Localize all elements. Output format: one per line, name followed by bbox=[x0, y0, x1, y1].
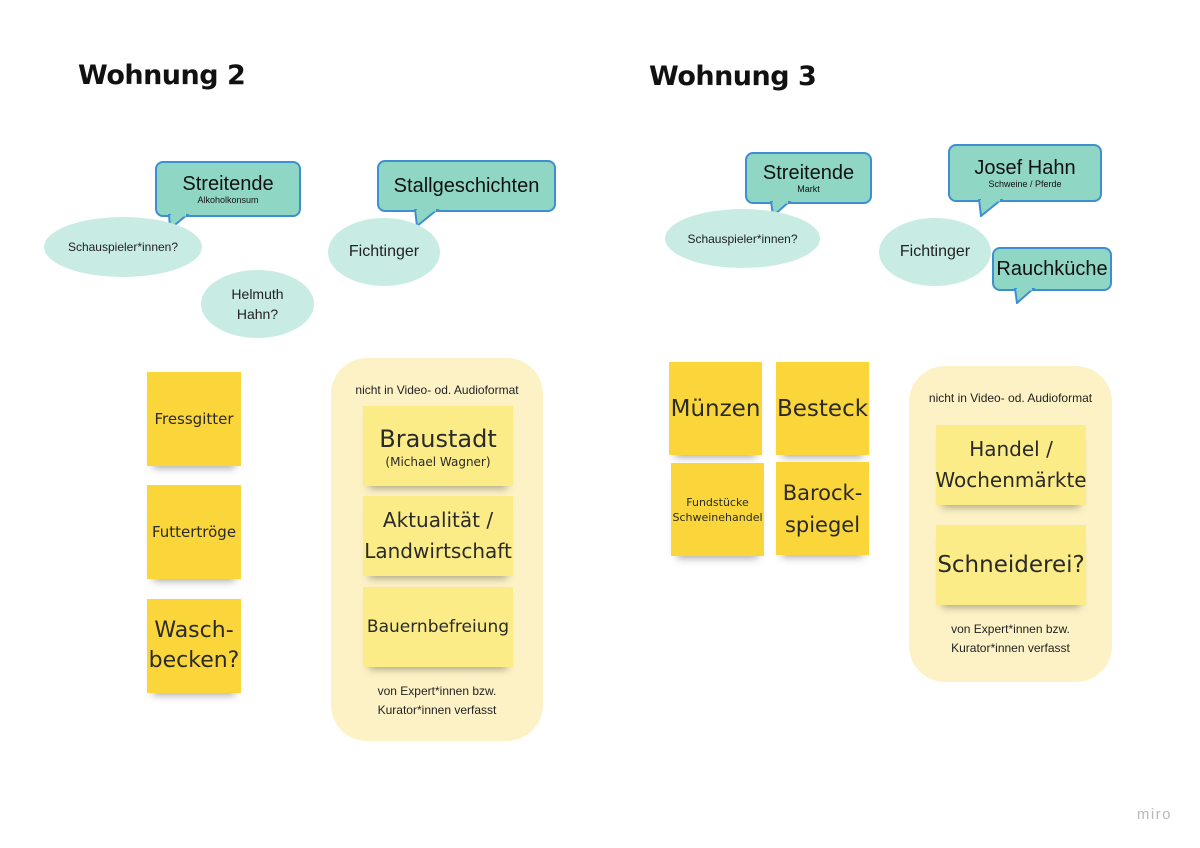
sticky-label: Aktualität / Landwirtschaft bbox=[364, 508, 512, 563]
sticky-label: Wasch- becken? bbox=[148, 618, 240, 673]
sticky-label: Besteck bbox=[776, 395, 869, 422]
frame-wohnung-3 bbox=[909, 366, 1112, 682]
speech-tail-icon bbox=[414, 209, 440, 227]
sticky-label: Münzen bbox=[670, 395, 761, 422]
sticky-handel[interactable]: Handel / Wochenmärkte bbox=[935, 425, 1087, 505]
bubble-main-text: Rauchküche bbox=[996, 258, 1108, 280]
speech-bubble-josef-hahn[interactable]: Josef Hahn Schweine / Pferde bbox=[948, 144, 1102, 202]
bubble-main-text: Streitende bbox=[182, 173, 274, 195]
sticky-schneiderei[interactable]: Schneiderei? bbox=[936, 525, 1086, 605]
speech-bubble-rauchkueche[interactable]: Rauchküche bbox=[992, 247, 1112, 291]
sticky-braustadt[interactable]: Braustadt (Michael Wagner) bbox=[363, 406, 513, 486]
wohnung-3-title: Wohnung 3 bbox=[649, 61, 817, 92]
sticky-label: Bauernbefreiung bbox=[366, 617, 510, 637]
speech-bubble-streitende-w2[interactable]: Streitende Alkoholkonsum bbox=[155, 161, 301, 217]
frame-top-caption: nicht in Video- od. Audioformat bbox=[928, 391, 1093, 405]
sticky-label: Schneiderei? bbox=[937, 552, 1085, 578]
sticky-muenzen[interactable]: Münzen bbox=[669, 362, 762, 455]
speech-bubble-stallgeschichten[interactable]: Stallgeschichten bbox=[377, 160, 556, 212]
speech-bubble-streitende-w3[interactable]: Streitende Markt bbox=[745, 152, 872, 204]
ellipse-fichtinger-w3[interactable]: Fichtinger bbox=[879, 218, 991, 286]
sticky-bauernbefreiung[interactable]: Bauernbefreiung bbox=[363, 587, 513, 667]
sticky-label: Fressgitter bbox=[154, 410, 234, 428]
wohnung-2-title: Wohnung 2 bbox=[78, 60, 246, 91]
sticky-sublabel: (Michael Wagner) bbox=[385, 455, 491, 469]
ellipse-helmuth-hahn[interactable]: Helmuth Hahn? bbox=[201, 270, 314, 338]
sticky-label: Futtertröge bbox=[151, 523, 237, 541]
bubble-main-text: Stallgeschichten bbox=[393, 175, 540, 197]
frame-top-caption: nicht in Video- od. Audioformat bbox=[355, 383, 519, 397]
sticky-aktualitaet[interactable]: Aktualität / Landwirtschaft bbox=[363, 496, 513, 576]
sticky-besteck[interactable]: Besteck bbox=[776, 362, 869, 455]
frame-bottom-caption: von Expert*innen bzw. Kurator*innen verf… bbox=[951, 622, 1070, 655]
sticky-fressgitter[interactable]: Fressgitter bbox=[147, 372, 241, 466]
sticky-label: Handel / Wochenmärkte bbox=[935, 437, 1087, 492]
sticky-barockspiegel[interactable]: Barock- spiegel bbox=[776, 462, 869, 555]
sticky-waschbecken[interactable]: Wasch- becken? bbox=[147, 599, 241, 693]
ellipse-schauspieler-w3[interactable]: Schauspieler*innen? bbox=[665, 209, 820, 268]
ellipse-fichtinger-w2[interactable]: Fichtinger bbox=[328, 218, 440, 286]
sticky-futtertroege[interactable]: Futtertröge bbox=[147, 485, 241, 579]
frame-bottom-caption: von Expert*innen bzw. Kurator*innen verf… bbox=[377, 684, 497, 717]
sticky-label: Braustadt bbox=[379, 425, 497, 453]
ellipse-schauspieler-w2[interactable]: Schauspieler*innen? bbox=[44, 217, 202, 277]
speech-tail-icon bbox=[978, 199, 1004, 217]
bubble-sub-text: Alkoholkonsum bbox=[197, 195, 259, 205]
bubble-sub-text: Markt bbox=[797, 184, 820, 194]
sticky-fundstuecke[interactable]: Fundstücke Schweinehandel bbox=[671, 463, 764, 556]
speech-tail-icon bbox=[1014, 288, 1036, 304]
ellipse-label: Helmuth Hahn? bbox=[231, 286, 284, 322]
miro-logo: miro bbox=[1136, 806, 1172, 823]
bubble-main-text: Streitende bbox=[762, 162, 855, 184]
sticky-label: Fundstücke Schweinehandel bbox=[672, 495, 763, 524]
bubble-sub-text: Schweine / Pferde bbox=[988, 179, 1062, 189]
sticky-label: Barock- spiegel bbox=[782, 480, 863, 537]
bubble-main-text: Josef Hahn bbox=[974, 157, 1076, 179]
